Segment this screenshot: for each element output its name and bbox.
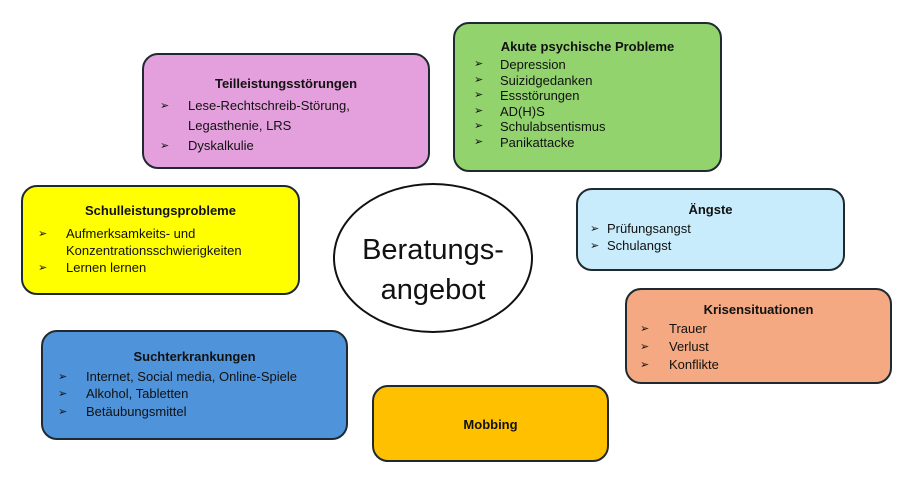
box-title: Akute psychische Probleme — [500, 39, 675, 54]
bullet-icon: ➢ — [640, 341, 650, 353]
list-item: ➢Suizidgedanken — [474, 72, 593, 88]
box-title: Schulleistungsprobleme — [85, 203, 236, 218]
bullet-icon: ➢ — [58, 388, 68, 400]
box-aengste: Ängste ➢ Prüfungsangst ➢ Schulangst — [576, 188, 845, 271]
item-list: ➢Depression ➢Suizidgedanken ➢Essstörunge… — [474, 57, 606, 151]
bullet-icon: ➢ — [160, 100, 170, 112]
box-suchterkrankungen: Suchterkrankungen ➢ Internet, Social med… — [41, 330, 348, 440]
list-item: Prüfungsangst — [607, 221, 691, 236]
box-title: Ängste — [688, 202, 733, 217]
box-mobbing: Mobbing — [372, 385, 609, 462]
list-item: Alkohol, Tabletten — [86, 386, 189, 401]
center-ellipse: Beratungs- angebot — [333, 183, 533, 333]
center-title-line1: Beratungs- — [362, 234, 504, 266]
bullet-icon: ➢ — [640, 323, 650, 335]
list-item: Verlust — [669, 339, 709, 354]
bullet-icon: ➢ — [474, 120, 484, 133]
list-item: Konflikte — [669, 357, 719, 372]
list-item: Legasthenie, LRS — [188, 118, 292, 133]
bullet-icon: ➢ — [58, 371, 68, 383]
list-item: Betäubungsmittel — [86, 404, 187, 419]
box-krisensituationen: Krisensituationen ➢ Trauer ➢ Verlust ➢ K… — [625, 288, 892, 384]
list-item: ➢Panikattacke — [474, 134, 575, 150]
bullet-icon: ➢ — [474, 104, 484, 117]
list-item: Lese-Rechtschreib-Störung, — [188, 98, 350, 113]
list-item: ➢AD(H)S — [474, 103, 545, 119]
list-item: Internet, Social media, Online-Spiele — [86, 369, 298, 384]
list-item: Konzentrationsschwierigkeiten — [66, 243, 242, 258]
list-item: ➢Depression — [474, 57, 566, 72]
list-item: ➢Schulabsentismus — [474, 119, 606, 135]
box-title: Teilleistungsstörungen — [214, 76, 358, 91]
bullet-icon: ➢ — [474, 89, 484, 102]
bullet-icon: ➢ — [58, 406, 68, 418]
box-title: Suchterkrankungen — [133, 349, 256, 364]
box-akute-psychische-probleme: Akute psychische Probleme ➢Depression ➢S… — [453, 22, 722, 172]
list-item: ➢Essstörungen — [474, 88, 580, 104]
bullet-icon: ➢ — [590, 223, 600, 235]
box-title: Krisensituationen — [703, 302, 814, 317]
bullet-icon: ➢ — [474, 135, 484, 148]
list-item: Aufmerksamkeits- und — [66, 226, 196, 241]
list-item: Trauer — [669, 321, 707, 336]
box-schulleistungsprobleme: Schulleistungsprobleme ➢ Aufmerksamkeits… — [21, 185, 300, 295]
bullet-icon: ➢ — [640, 359, 650, 371]
bullet-icon: ➢ — [38, 228, 48, 240]
bullet-icon: ➢ — [160, 140, 170, 152]
box-teilleistungsstoerungen: Teilleistungsstörungen ➢ Lese-Rechtschre… — [142, 53, 430, 169]
bullet-icon: ➢ — [474, 58, 484, 70]
list-item: Lernen lernen — [66, 260, 147, 275]
center-title-line2: angebot — [380, 274, 486, 306]
bullet-icon: ➢ — [590, 240, 600, 252]
bullet-icon: ➢ — [38, 262, 48, 274]
list-item: Dyskalkulie — [188, 138, 254, 153]
box-title: Mobbing — [463, 417, 518, 432]
bullet-icon: ➢ — [474, 73, 484, 86]
list-item: Schulangst — [607, 238, 672, 253]
